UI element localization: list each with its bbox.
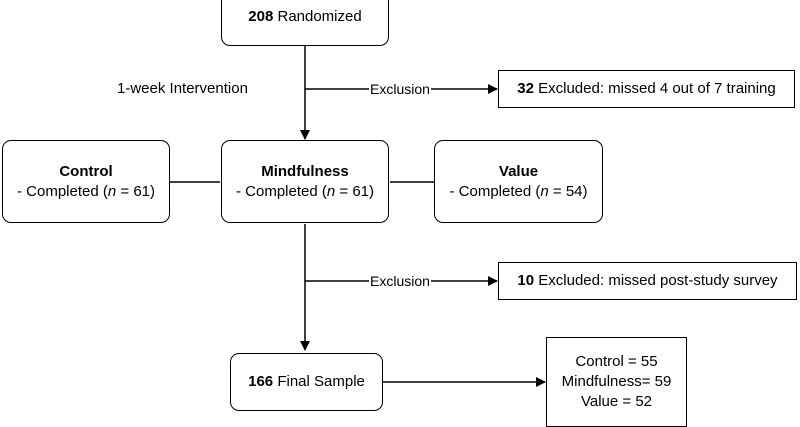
- control-completed-prefix: - Completed (: [17, 182, 108, 200]
- excluded-label-2: Excluded: missed post-study survey: [538, 272, 778, 289]
- value-box: Value - Completed (n = 54): [434, 140, 603, 223]
- breakdown-value: Value = 52: [580, 393, 653, 410]
- value-completed-prefix: - Completed (: [449, 182, 541, 200]
- final-sample-count: 166: [248, 373, 274, 390]
- value-completed: - Completed (n = 54): [450, 182, 588, 202]
- breakdown-control: Control = 55: [575, 353, 658, 370]
- randomized-count: 208: [248, 8, 274, 25]
- value-completed-suffix: = 54): [548, 182, 588, 200]
- control-completed: - Completed (n = 61): [17, 182, 155, 202]
- excluded-box-2: 10 Excluded: missed post-study survey: [498, 262, 797, 300]
- final-sample-box: 166 Final Sample: [230, 353, 383, 411]
- control-n-symbol: n: [107, 182, 117, 200]
- excluded-text-1: 32 Excluded: missed 4 out of 7 training: [517, 79, 776, 99]
- breakdown-mindfulness: Mindfulness= 59: [561, 373, 672, 390]
- mindfulness-title: Mindfulness: [261, 162, 349, 180]
- excluded-label-1: Excluded: missed 4 out of 7 training: [538, 80, 776, 97]
- mindfulness-n-symbol: n: [326, 182, 336, 200]
- final-breakdown-box: Control = 55 Mindfulness= 59 Value = 52: [546, 337, 687, 427]
- control-completed-suffix: = 61): [116, 182, 155, 200]
- value-n-symbol: n: [540, 182, 549, 200]
- intervention-label: 1-week Intervention: [117, 80, 248, 97]
- final-sample-text: 166 Final Sample: [248, 372, 365, 392]
- mindfulness-completed: - Completed (n = 61): [236, 182, 374, 202]
- control-box: Control - Completed (n = 61): [2, 140, 170, 223]
- mindfulness-completed-suffix: = 61): [335, 182, 374, 200]
- exclusion-edge-label-1: Exclusion: [369, 81, 431, 97]
- excluded-count-1: 32: [517, 80, 534, 97]
- excluded-count-2: 10: [517, 272, 535, 289]
- randomized-text: 208 Randomized: [248, 7, 361, 27]
- control-title: Control: [59, 162, 113, 180]
- excluded-text-2: 10 Excluded: missed post-study survey: [517, 271, 777, 291]
- mindfulness-box: Mindfulness - Completed (n = 61): [221, 140, 389, 223]
- mindfulness-completed-prefix: - Completed (: [236, 182, 327, 200]
- exclusion-edge-label-2: Exclusion: [369, 273, 431, 289]
- value-title: Value: [498, 162, 539, 180]
- final-sample-label: Final Sample: [277, 373, 365, 390]
- randomized-label: Randomized: [277, 8, 362, 25]
- excluded-box-1: 32 Excluded: missed 4 out of 7 training: [498, 70, 795, 108]
- randomized-box: 208 Randomized: [221, 0, 389, 46]
